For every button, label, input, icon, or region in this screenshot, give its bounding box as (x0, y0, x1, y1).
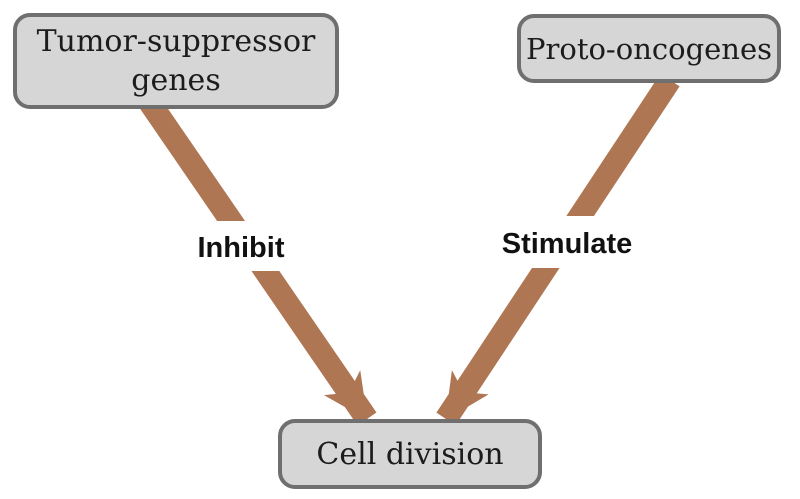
node-tumor-suppressor-genes: Tumor-suppressor genes (13, 13, 339, 109)
node-cell-division: Cell division (278, 419, 542, 489)
stimulate-label-bg (486, 216, 648, 268)
edge-label-stimulate: Stimulate (502, 228, 633, 260)
node-proto-oncogenes: Proto-oncogenes (517, 14, 781, 83)
node-proto-oncogenes-label: Proto-oncogenes (525, 31, 773, 66)
node-tumor-suppressor-genes-label: Tumor-suppressor genes (36, 24, 316, 98)
edge-label-inhibit: Inhibit (198, 232, 285, 264)
inhibit-label-bg (183, 221, 301, 271)
node-cell-division-label: Cell division (316, 436, 504, 472)
